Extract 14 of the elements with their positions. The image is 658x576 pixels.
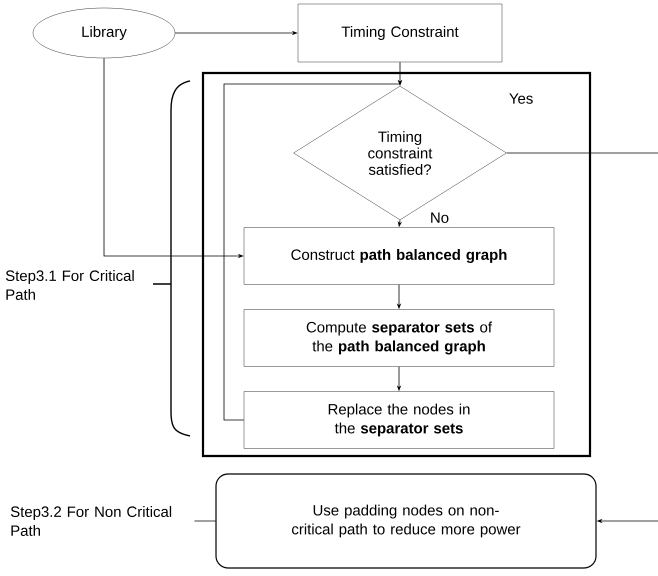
edge-label: Yes xyxy=(509,93,533,104)
loop-frame xyxy=(202,72,592,458)
ellipse-node: Library xyxy=(32,8,176,58)
step-label: Step3.1 For Critical Path xyxy=(6,270,134,300)
process-box: Use padding nodes on non-critical path to reduce more power xyxy=(215,473,597,569)
connector-line xyxy=(506,152,658,154)
process-box: Compute separator sets of the path balanced graph xyxy=(244,309,554,367)
step-label: Step3.2 For Non Critical Path xyxy=(10,506,172,536)
leader-line xyxy=(194,520,216,522)
arrow xyxy=(224,80,402,420)
process-box: Construct path balanced graph xyxy=(244,227,554,285)
edge-label: No xyxy=(431,212,448,223)
process-box: Replace the nodes in the separator sets xyxy=(244,391,554,449)
process-box: Timing Constraint xyxy=(298,4,502,62)
